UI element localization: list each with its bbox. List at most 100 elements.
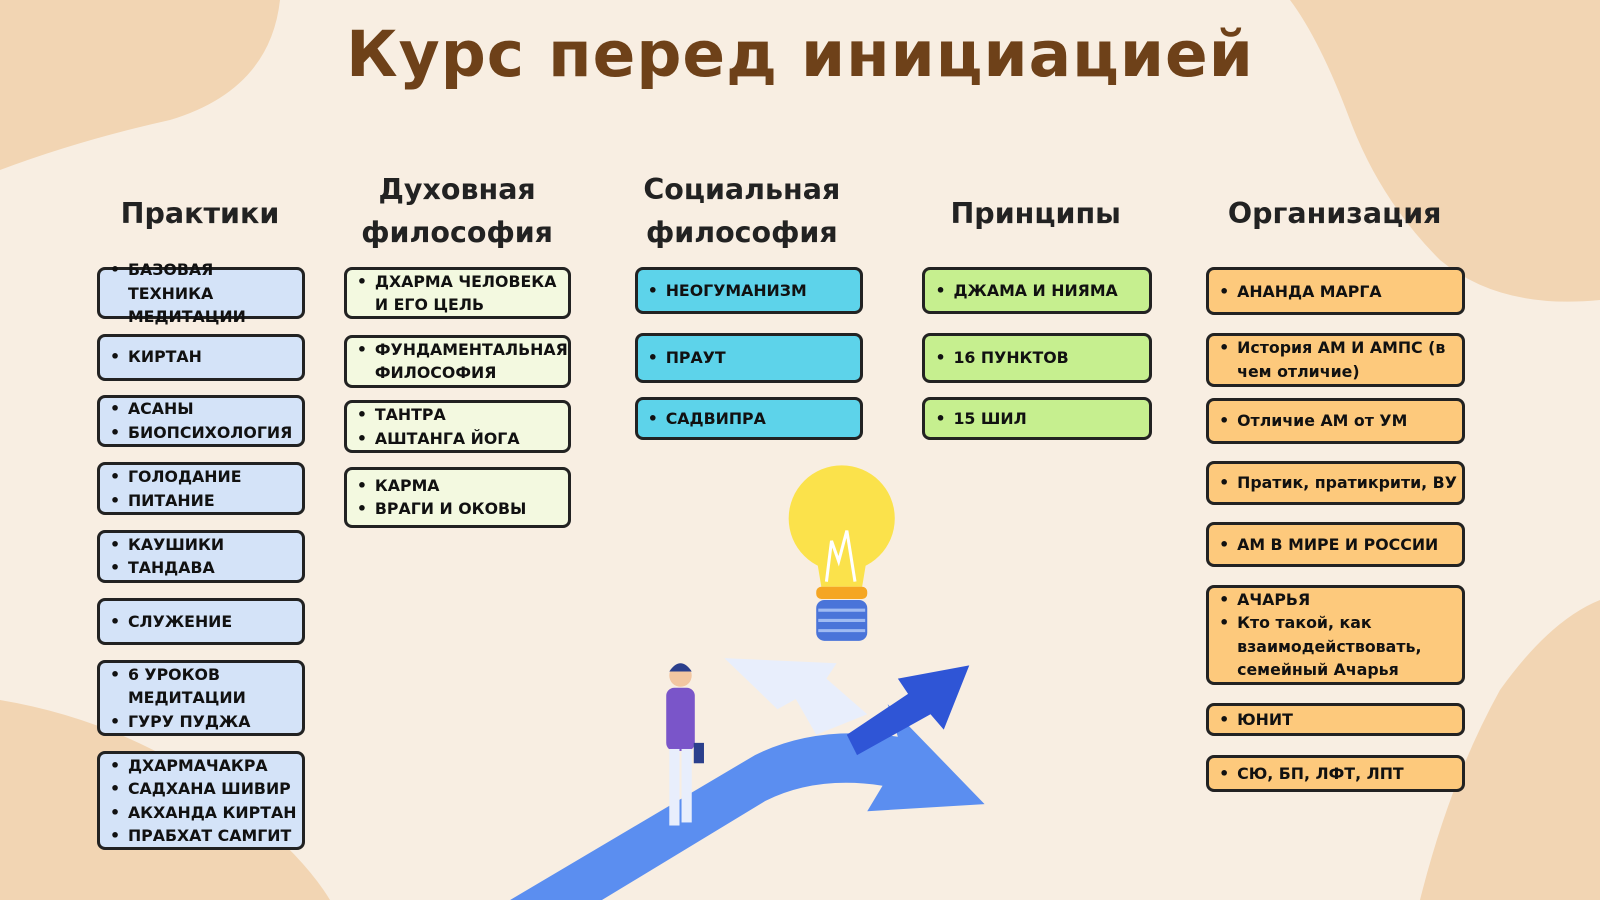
topic-box[interactable]: • История АМ И АМПС (в чем отличие) <box>1206 332 1466 387</box>
topic-item: •16 ПУНКТОВ <box>935 346 1145 370</box>
bullet-icon: • <box>109 534 121 554</box>
topic-box[interactable]: •ПРАУТ <box>634 332 864 383</box>
topic-item: МЕДИТАЦИИ <box>110 305 298 329</box>
person-figure <box>666 663 704 826</box>
bullet-icon: • <box>356 271 367 291</box>
bullet-icon: • <box>109 779 121 798</box>
topic-text: ТАНТРА <box>374 405 446 425</box>
topic-item: МЕДИТАЦИИ <box>110 686 298 710</box>
topic-box[interactable]: •ДЖАМА И НИЯМА <box>922 267 1153 315</box>
bullet-spacer <box>357 293 375 317</box>
bullet-icon: • <box>935 347 946 367</box>
bullet-icon: • <box>1219 338 1230 358</box>
bullet-icon: • <box>647 347 658 367</box>
topic-item: •БИОПСИХОЛОГИЯ <box>110 421 298 445</box>
topic-box[interactable]: •АСАНЫ•БИОПСИХОЛОГИЯ <box>96 394 306 447</box>
topic-text: КАРМА <box>374 475 440 495</box>
topic-text: КИРТАН <box>127 347 202 367</box>
topic-text: НЕОГУМАНИЗМ <box>665 281 807 301</box>
topic-item: чем отличие) <box>1219 360 1458 384</box>
topic-item: • 6 УРОКОВ <box>110 663 298 687</box>
topic-item: взаимодействовать, <box>1219 635 1458 659</box>
bullet-icon: • <box>1219 535 1230 555</box>
topic-text: АШТАНГА ЙОГА <box>374 428 520 448</box>
column-header-line: Организация <box>1227 197 1442 230</box>
column-header-line: философия <box>361 216 553 249</box>
column-header: Организация <box>1202 192 1468 235</box>
topic-item: •ГУРУ ПУДЖА <box>110 710 298 734</box>
topic-text: чем отличие) <box>1237 361 1360 381</box>
topic-text: СЮ, БП, ЛФТ, ЛПТ <box>1237 763 1404 783</box>
topic-box[interactable]: • КАРМА • ВРАГИ И ОКОВЫ <box>343 467 572 528</box>
topic-text: 6 УРОКОВ <box>127 664 220 684</box>
topic-box[interactable]: •СЛУЖЕНИЕ <box>96 597 306 645</box>
topic-item: • КАУШИКИ <box>110 533 298 557</box>
topic-item: •ДЖАМА И НИЯМА <box>935 279 1145 303</box>
topic-item: •СЛУЖЕНИЕ <box>110 610 298 634</box>
topic-box[interactable]: •15 ШИЛ <box>922 396 1153 440</box>
bullet-icon: • <box>1219 613 1230 633</box>
topic-box[interactable]: •АНАНДА МАРГА <box>1206 267 1466 316</box>
bullet-icon: • <box>1219 763 1230 783</box>
topic-text: 15 ШИЛ <box>953 408 1027 428</box>
topic-item: • СЮ, БП, ЛФТ, ЛПТ <box>1219 762 1458 786</box>
column-header-line: Принципы <box>950 197 1121 230</box>
topic-text: ГУРУ ПУДЖА <box>127 711 251 731</box>
topic-text: АКХАНДА КИРТАН <box>127 802 297 822</box>
bullet-icon: • <box>356 475 367 495</box>
topic-box[interactable]: •КИРТАН <box>96 333 306 381</box>
bullet-icon: • <box>109 611 121 631</box>
bullet-icon: • <box>1219 281 1230 301</box>
background-blob <box>1290 0 1600 302</box>
topic-box[interactable]: •Отличие АМ от УМ <box>1206 397 1466 444</box>
topic-box[interactable]: • СЮ, БП, ЛФТ, ЛПТ <box>1206 755 1466 792</box>
topic-box[interactable]: •НЕОГУМАНИЗМ <box>634 267 864 315</box>
bullet-spacer <box>110 686 128 710</box>
topic-text: ВРАГИ И ОКОВЫ <box>374 499 527 519</box>
topic-box[interactable]: •ЮНИТ <box>1206 703 1466 736</box>
topic-item: •ПРАБХАТ САМГИТ <box>110 824 298 848</box>
bullet-icon: • <box>356 499 367 519</box>
topic-item: •БАЗОВАЯ ТЕХНИКА <box>110 258 298 305</box>
bullet-icon: • <box>109 802 121 822</box>
bullet-icon: • <box>109 664 121 684</box>
column-header: Практики <box>67 192 333 235</box>
topic-box[interactable]: •ДХАРМАЧАКРА•САДХАНА ШИВИР•АКХАНДА КИРТА… <box>96 751 306 850</box>
topic-item: •САДХАНА ШИВИР <box>110 777 298 801</box>
topic-text: АЧАРЬЯ <box>1237 589 1311 609</box>
topic-item: • АКХАНДА КИРТАН <box>110 801 298 825</box>
illustration-path-and-bulb <box>510 465 985 900</box>
topic-item: •ПИТАНИЕ <box>110 489 298 513</box>
bullet-spacer <box>357 361 375 385</box>
topic-text: История АМ И АМПС (в <box>1237 338 1446 358</box>
column-header-line: Социальная <box>643 173 841 206</box>
topic-box[interactable]: •16 ПУНКТОВ <box>922 332 1153 383</box>
topic-item: •ДХАРМА ЧЕЛОВЕКА <box>357 270 565 294</box>
topic-item: • ТАНТРА <box>357 403 565 427</box>
column-header: Принципы <box>903 192 1169 235</box>
topic-box[interactable]: •САДВИПРА <box>634 396 864 440</box>
topic-text: взаимодействовать, <box>1237 636 1422 656</box>
topic-text: ДЖАМА И НИЯМА <box>953 281 1118 301</box>
topic-item: •НЕОГУМАНИЗМ <box>648 279 857 303</box>
topic-item: •ПРАУТ <box>648 346 857 370</box>
road-arrow <box>510 704 985 900</box>
topic-text: КАУШИКИ <box>127 534 225 554</box>
bullet-icon: • <box>109 826 121 845</box>
topic-box[interactable]: • ТАНТРА• АШТАНГА ЙОГА <box>343 400 572 454</box>
light-arrow <box>724 658 868 735</box>
topic-box[interactable]: •Пратик, пратикрити, ВУ <box>1206 461 1466 506</box>
topic-box[interactable]: •АМ В МИРЕ И РОССИИ <box>1206 522 1466 568</box>
topic-item: • История АМ И АМПС (в <box>1219 336 1458 360</box>
topic-box[interactable]: •ГОЛОДАНИЕ•ПИТАНИЕ <box>96 462 306 516</box>
topic-item: •Отличие АМ от УМ <box>1219 409 1458 433</box>
bullet-icon: • <box>356 405 367 425</box>
topic-box[interactable]: •КАУШИКИ•ТАНДАВА <box>96 529 306 583</box>
bullet-icon: • <box>109 260 121 280</box>
